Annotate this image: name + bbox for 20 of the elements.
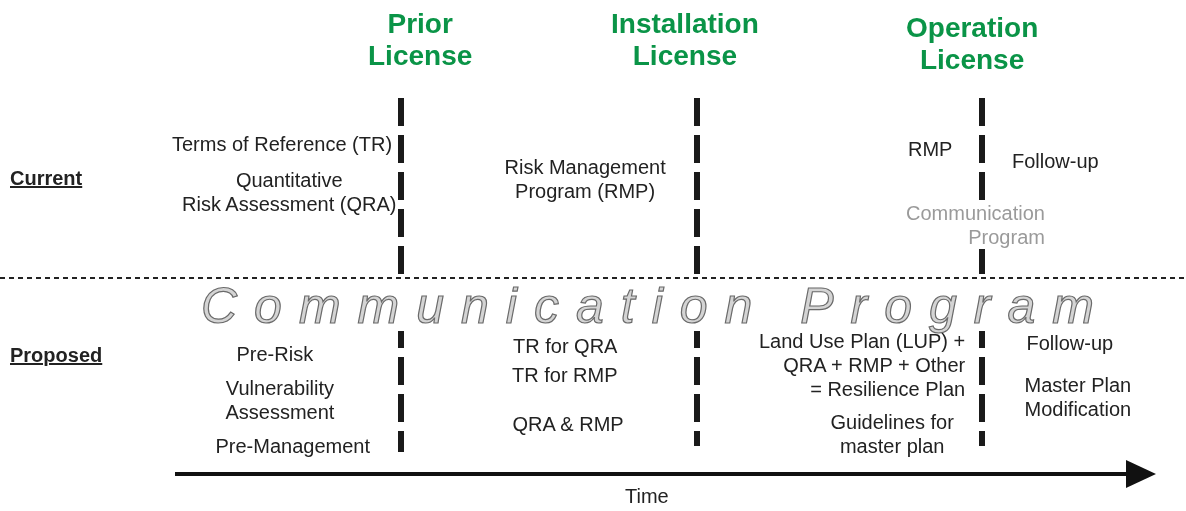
step-text: Follow-up [1012,149,1099,173]
phase-heading: Installation License [611,8,759,72]
row-label: Current [10,166,83,190]
phase-heading: Prior License [368,8,473,72]
step-text: Follow-up [1026,332,1114,355]
step-text: Master Plan Modification [1024,373,1132,421]
step-text: Guidelines for master plan [830,410,954,458]
step-text: Pre-Management [215,434,371,458]
phase-heading: Operation License [906,12,1039,76]
step-text: Risk Management Program (RMP) [504,155,666,203]
step-text: Quantitative Risk Assessment (QRA) [182,168,397,216]
axis-label: Time [625,484,669,508]
step-text: Vulnerability Assessment [225,376,335,424]
step-text: TR for QRA [513,334,618,358]
step-text: Terms of Reference (TR) [172,132,393,156]
step-text: RMP [908,137,953,161]
step-text: Pre-Risk [236,342,314,366]
row-label: Proposed [10,343,103,367]
step-text: TR for RMP [512,363,618,387]
step-text: QRA & RMP [512,412,624,436]
